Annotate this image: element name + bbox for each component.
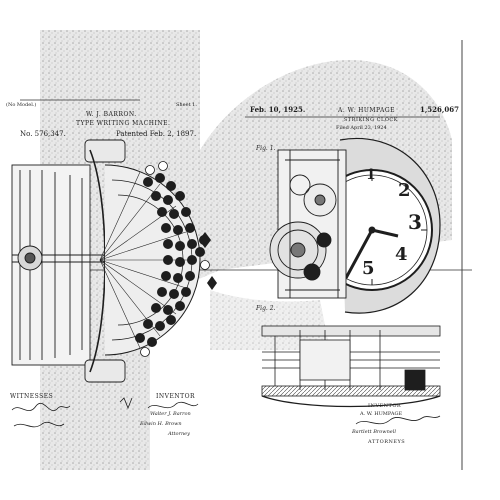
clock-numeral-4: 4 (395, 244, 408, 265)
typewriter-keys (135, 173, 209, 347)
left-inventor-header: W. J. BARRON. (86, 111, 137, 118)
right-attorneys-label: ATTORNEYS (368, 439, 406, 445)
left-attorney-role: Attorney (168, 431, 190, 437)
typewriter-keys-outline (140, 161, 210, 357)
right-inventor-header: A. W. HUMPAGE (338, 107, 396, 114)
right-filed-date: Filed April 23, 1924 (336, 125, 387, 131)
clock-numeral-3: 3 (408, 210, 422, 234)
witness-signatures (11, 403, 71, 428)
inventor-signature-squiggles (119, 397, 441, 425)
right-inventor-name: A. W. HUMPAGE (360, 411, 403, 417)
model-note: (No Model.) (6, 102, 37, 108)
right-patent-date: Feb. 10, 1925. (250, 105, 306, 114)
sheet-label: Sheet 1. (176, 102, 197, 108)
left-patent-date: Patented Feb. 2, 1897. (116, 130, 197, 138)
clock-numeral-5: 5 (362, 258, 375, 279)
clock-gears (269, 149, 347, 299)
typewriter-frame-drawing (11, 139, 126, 383)
clock-numeral-1: 1 (366, 167, 376, 183)
right-attorneys-signature: Bartlett Brownell (352, 429, 396, 435)
right-patent-title: STRIKING CLOCK (344, 117, 398, 123)
fig1-label: Fig. 1. (256, 145, 276, 152)
fig2-label: Fig. 2. (256, 305, 276, 312)
clock-numeral-2: 2 (398, 180, 411, 201)
left-attorney-signature: Edwin H. Brown (140, 421, 182, 427)
left-inventor-label: INVENTOR (156, 393, 196, 400)
ornament-diamonds (199, 232, 217, 290)
left-patent-title: TYPE WRITING MACHINE. (76, 120, 171, 127)
right-patent-number: 1,526,067 (420, 105, 459, 114)
left-inventor-signature: Walter J. Barron (150, 411, 191, 417)
witnesses-label: WITNESSES (10, 393, 54, 400)
right-inventor-label: INVENTOR (368, 403, 402, 409)
left-patent-number: No. 576,347. (20, 130, 66, 138)
clock-mechanism-fig2 (261, 325, 441, 408)
